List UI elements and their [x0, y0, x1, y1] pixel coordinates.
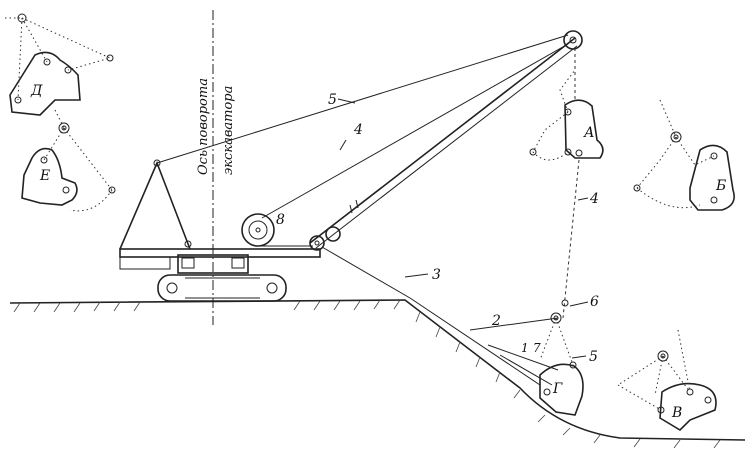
axis-label-line1: Ось поворота [196, 78, 211, 175]
bucket-D [5, 13, 114, 116]
bucket-label-E: Е [39, 168, 50, 184]
boom [309, 30, 583, 251]
bucket-label-D: Д [30, 83, 43, 99]
bucket-labels: А Б В Г Д Е [30, 83, 726, 421]
label-5-lower: 5 [589, 349, 598, 365]
label-8: 8 [276, 212, 285, 228]
ground [9, 299, 746, 449]
label-7: 7 [533, 341, 541, 355]
cables [156, 34, 580, 386]
cable-labels: 5 4 8 3 4 6 5 2 1 7 [276, 92, 599, 365]
bucket-B [633, 99, 735, 211]
bucket-G [539, 299, 584, 416]
bucket-label-A: А [583, 125, 595, 141]
label-2: 2 [491, 313, 501, 329]
bucket-label-B: Б [715, 178, 726, 194]
bucket-V [617, 329, 717, 432]
excavator-body [119, 159, 321, 302]
axis-label-line2: экскаватора [221, 86, 236, 175]
bucket-label-G: Г [552, 381, 563, 397]
rotation-axis: Ось поворота экскаватора [196, 10, 236, 325]
bucket-A [529, 69, 604, 161]
label-5-boom: 5 [328, 92, 337, 108]
label-4-right: 4 [589, 191, 599, 207]
label-6: 6 [590, 294, 599, 310]
label-3: 3 [432, 267, 441, 283]
bucket-label-V: В [671, 405, 682, 421]
label-1: 1 [521, 341, 529, 355]
bucket-E [21, 109, 116, 212]
label-4-boom: 4 [353, 122, 363, 138]
